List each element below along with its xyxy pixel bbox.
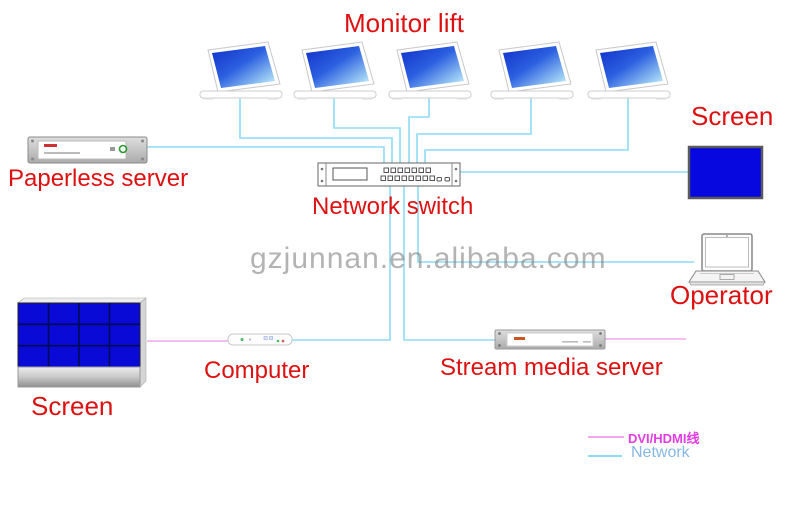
monitor-5-icon <box>587 41 671 100</box>
paperless-server-icon <box>27 136 148 164</box>
monitor-lift-group <box>199 41 671 100</box>
connector-switch-to-stream-server <box>403 186 495 341</box>
legend-network-label: Network <box>631 444 690 461</box>
connector-switch-to-operator <box>417 186 694 263</box>
screen-right-label: Screen <box>691 101 774 131</box>
paperless-server-label: Paperless server <box>8 165 189 192</box>
legend-dvi-label: DVI/HDMI线 <box>628 431 700 446</box>
monitor-3-icon <box>388 41 472 100</box>
operator-label: Operator <box>670 280 773 310</box>
network-switch-icon <box>317 162 461 187</box>
network-switch-label: Network switch <box>312 193 474 220</box>
connector-monitor3-to-switch <box>408 97 430 163</box>
connector-paperless-to-switch <box>147 146 385 163</box>
computer-label: Computer <box>204 357 310 384</box>
screen-right-icon <box>687 145 764 200</box>
network-connectors <box>147 97 694 341</box>
operator-laptop-icon <box>688 233 766 286</box>
connector-monitor2-to-switch <box>333 97 401 163</box>
monitor-1-icon <box>199 41 283 100</box>
stream-media-server-icon <box>494 329 606 350</box>
monitor-4-icon <box>490 41 574 100</box>
watermark-text: gzjunnan.en.alibaba.com <box>250 242 607 275</box>
connector-monitor4-to-switch <box>416 97 532 163</box>
computer-icon <box>227 333 293 346</box>
connector-monitor1-to-switch <box>239 97 393 163</box>
monitor-2-icon <box>293 41 377 100</box>
stream-media-server-label: Stream media server <box>440 354 663 381</box>
dvi-connectors <box>147 338 686 342</box>
diagram-title: Monitor lift <box>344 8 464 38</box>
connector-monitor5-to-switch <box>424 97 629 163</box>
video-wall-icon <box>17 297 147 388</box>
video-wall-label: Screen <box>31 391 114 421</box>
connector-switch-to-computer <box>292 186 391 341</box>
